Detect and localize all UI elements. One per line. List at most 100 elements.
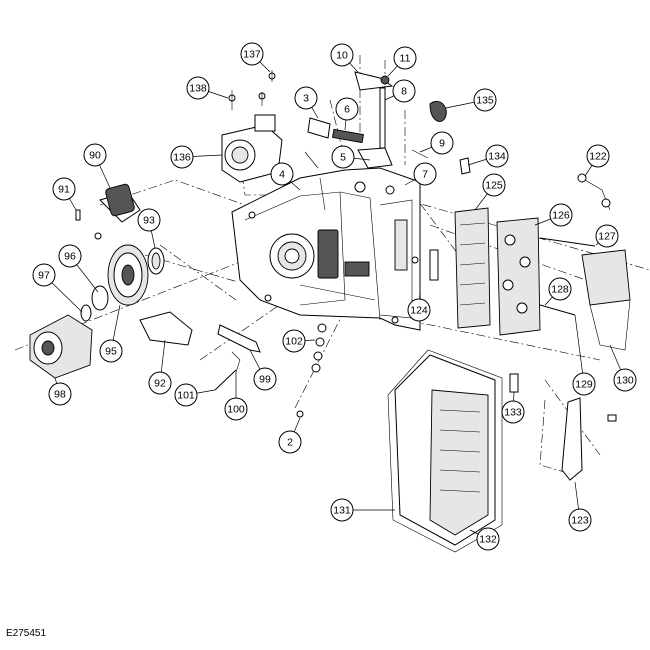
callout-7: 7 bbox=[413, 162, 437, 186]
callout-bubble bbox=[413, 162, 437, 186]
callout-bubble bbox=[224, 397, 248, 421]
callout-number: 11 bbox=[400, 53, 411, 65]
callout-bubble bbox=[52, 177, 76, 201]
callout-90: 90 bbox=[83, 143, 107, 167]
callout-number: 136 bbox=[173, 152, 191, 164]
callout-bubble bbox=[430, 131, 454, 155]
callout-122: 122 bbox=[586, 144, 610, 168]
callout-bubble bbox=[473, 88, 497, 112]
callout-bubble bbox=[476, 527, 500, 551]
callout-bubble bbox=[186, 76, 210, 100]
callout-number: 131 bbox=[333, 505, 351, 517]
callout-bubble bbox=[572, 372, 596, 396]
callout-bubble bbox=[335, 97, 359, 121]
callout-number: 132 bbox=[479, 534, 497, 546]
callout-bubble bbox=[501, 400, 525, 424]
callout-133: 133 bbox=[501, 400, 525, 424]
callout-number: 99 bbox=[259, 374, 271, 386]
callout-bubble bbox=[253, 367, 277, 391]
callout-number: 4 bbox=[279, 169, 285, 181]
callout-8: 8 bbox=[392, 79, 416, 103]
callout-132: 132 bbox=[476, 527, 500, 551]
callout-bubble bbox=[595, 224, 619, 248]
callout-number: 130 bbox=[616, 375, 634, 387]
callout-3: 3 bbox=[294, 86, 318, 110]
callout-bubble bbox=[174, 383, 198, 407]
callout-number: 97 bbox=[38, 270, 50, 282]
callout-bubble bbox=[330, 43, 354, 67]
callout-125: 125 bbox=[482, 173, 506, 197]
callout-123: 123 bbox=[568, 508, 592, 532]
callout-95: 95 bbox=[99, 339, 123, 363]
callout-number: 138 bbox=[189, 83, 207, 95]
callout-5: 5 bbox=[331, 145, 355, 169]
callout-number: 102 bbox=[285, 336, 303, 348]
callout-135: 135 bbox=[473, 88, 497, 112]
callout-number: 124 bbox=[410, 305, 428, 317]
callout-129: 129 bbox=[572, 372, 596, 396]
callout-97: 97 bbox=[32, 263, 56, 287]
callout-138: 138 bbox=[186, 76, 210, 100]
callout-bubble bbox=[586, 144, 610, 168]
callout-number: 10 bbox=[336, 50, 348, 62]
callout-number: 91 bbox=[58, 184, 70, 196]
callout-bubble bbox=[282, 329, 306, 353]
callout-bubble bbox=[482, 173, 506, 197]
callout-number: 7 bbox=[422, 169, 428, 181]
park-mechanism bbox=[139, 311, 327, 418]
callout-126: 126 bbox=[549, 203, 573, 227]
callout-130: 130 bbox=[613, 368, 637, 392]
callout-9: 9 bbox=[430, 131, 454, 155]
callout-11: 11 bbox=[393, 46, 417, 70]
callout-131: 131 bbox=[330, 498, 354, 522]
callout-number: 5 bbox=[340, 152, 346, 164]
valve-body bbox=[454, 157, 596, 336]
callout-bubble bbox=[549, 203, 573, 227]
callout-127: 127 bbox=[595, 224, 619, 248]
callout-number: 6 bbox=[344, 104, 350, 116]
callout-number: 98 bbox=[54, 389, 66, 401]
callout-bubble bbox=[568, 508, 592, 532]
callout-number: 126 bbox=[552, 210, 570, 222]
callout-bubble bbox=[170, 145, 194, 169]
callout-bubble bbox=[548, 277, 572, 301]
callout-number: 8 bbox=[401, 86, 407, 98]
callout-bubble bbox=[407, 298, 431, 322]
callout-bubble bbox=[32, 263, 56, 287]
callout-number: 3 bbox=[303, 93, 309, 105]
callout-number: 125 bbox=[485, 180, 503, 192]
callout-100: 100 bbox=[224, 397, 248, 421]
callout-number: 128 bbox=[551, 284, 569, 296]
callout-92: 92 bbox=[148, 371, 172, 395]
callout-number: 92 bbox=[154, 378, 166, 390]
callout-leader-129 bbox=[574, 314, 585, 385]
callout-bubble bbox=[294, 86, 318, 110]
callout-96: 96 bbox=[58, 244, 82, 268]
callout-number: 122 bbox=[589, 151, 607, 163]
callout-4: 4 bbox=[270, 162, 294, 186]
callout-number: 93 bbox=[143, 215, 155, 227]
callout-layer: 137 10 11 138 8 3 135 6 9 136 5 134 4 7 122 90 125 91 126 9… bbox=[32, 42, 637, 551]
transmission-case bbox=[231, 147, 439, 331]
callout-bubble bbox=[148, 371, 172, 395]
callout-bubble bbox=[83, 143, 107, 167]
callout-number: 101 bbox=[177, 390, 195, 402]
callout-bubble bbox=[278, 430, 302, 454]
callout-number: 137 bbox=[243, 49, 261, 61]
callout-number: 133 bbox=[504, 407, 522, 419]
callout-number: 9 bbox=[439, 138, 445, 150]
callout-number: 95 bbox=[105, 346, 117, 358]
callout-137: 137 bbox=[240, 42, 264, 66]
callout-bubble bbox=[99, 339, 123, 363]
callout-number: 129 bbox=[575, 379, 593, 391]
oil-pump bbox=[221, 70, 283, 183]
callout-bubble bbox=[613, 368, 637, 392]
callout-101: 101 bbox=[174, 383, 198, 407]
callout-bubble bbox=[331, 145, 355, 169]
callout-136: 136 bbox=[170, 145, 194, 169]
callout-number: 123 bbox=[571, 515, 589, 527]
callout-6: 6 bbox=[335, 97, 359, 121]
callout-number: 100 bbox=[227, 404, 245, 416]
callout-number: 134 bbox=[488, 151, 506, 163]
